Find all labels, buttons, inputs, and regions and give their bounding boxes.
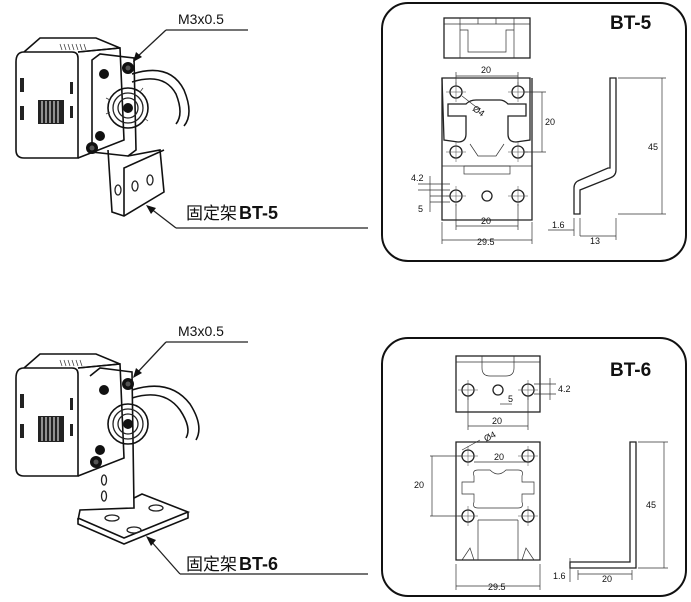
bt6-sensor-illustration [15, 353, 200, 545]
bt6-caption-leader: 固定架 BT-6 [146, 536, 368, 575]
bt6-dim-height: 45 [646, 500, 656, 510]
bt6-dim-thickness: 1.6 [553, 571, 566, 581]
bt5-screw-callout: M3x0.5 [133, 11, 248, 62]
bt5-section: M3x0.5 固定架 BT-5 BT-5 [15, 2, 687, 262]
bt5-dim-overall-width: 29.5 [477, 237, 495, 247]
bt5-dim-hole-vspacing: 20 [545, 117, 555, 127]
bt5-drawing-frame [381, 2, 687, 262]
bt6-dim-foot: 20 [602, 574, 612, 584]
bt6-drawing-title: BT-6 [610, 360, 651, 381]
bt6-dim-hole-vspacing: 20 [414, 480, 424, 490]
bt5-front-view [441, 77, 533, 221]
bt5-side-view: 45 1.6 13 [548, 77, 666, 246]
bt5-caption-model: BT-5 [239, 203, 278, 223]
bt5-dim-foot: 13 [590, 236, 600, 246]
bt6-front-view: Ø4 20 20 29.5 [414, 429, 541, 592]
bt6-screw-label: M3x0.5 [178, 323, 224, 339]
bt5-dim-height: 45 [648, 142, 658, 152]
bt5-drawing-title: BT-5 [610, 13, 652, 34]
bt6-side-view: 45 1.6 20 [553, 441, 668, 584]
bt6-drawing-frame [381, 337, 687, 597]
bt6-section: M3x0.5 固定架 BT-6 BT-6 [15, 323, 687, 597]
bt5-drawing-panel: BT-5 [381, 2, 687, 262]
bt5-dim-4-2: 4.2 [411, 173, 424, 183]
bt6-dim-top-5: 5 [508, 394, 513, 404]
bt5-dim-bottom-spacing: 20 [481, 216, 491, 226]
bt6-top-view: 4.2 5 20 [455, 355, 571, 430]
bt5-caption-leader: 固定架 BT-5 [146, 203, 368, 229]
bt6-caption-prefix: 固定架 [186, 555, 237, 575]
bt5-dim-5: 5 [418, 204, 423, 214]
bt6-drawing-panel: BT-6 4.2 [381, 337, 687, 597]
bt5-sensor-illustration [15, 37, 190, 217]
bt6-dim-overall-width: 29.5 [488, 582, 506, 592]
bt5-dim-thickness: 1.6 [552, 220, 565, 230]
bt6-dim-top-spacing: 20 [492, 416, 502, 426]
bt6-dim-top-4-2: 4.2 [558, 384, 571, 394]
bt5-front-dims [418, 72, 546, 244]
bt6-screw-callout: M3x0.5 [133, 323, 248, 378]
bt6-caption-model: BT-6 [239, 554, 278, 574]
bt5-top-view [443, 17, 531, 59]
bt6-dim-hole-dia: Ø4 [482, 429, 497, 443]
bt6-dim-hole-hspacing: 20 [494, 452, 504, 462]
bt5-dim-top-width: 20 [481, 65, 491, 75]
bt5-caption-prefix: 固定架 [186, 204, 237, 224]
bt5-screw-label: M3x0.5 [178, 11, 224, 27]
